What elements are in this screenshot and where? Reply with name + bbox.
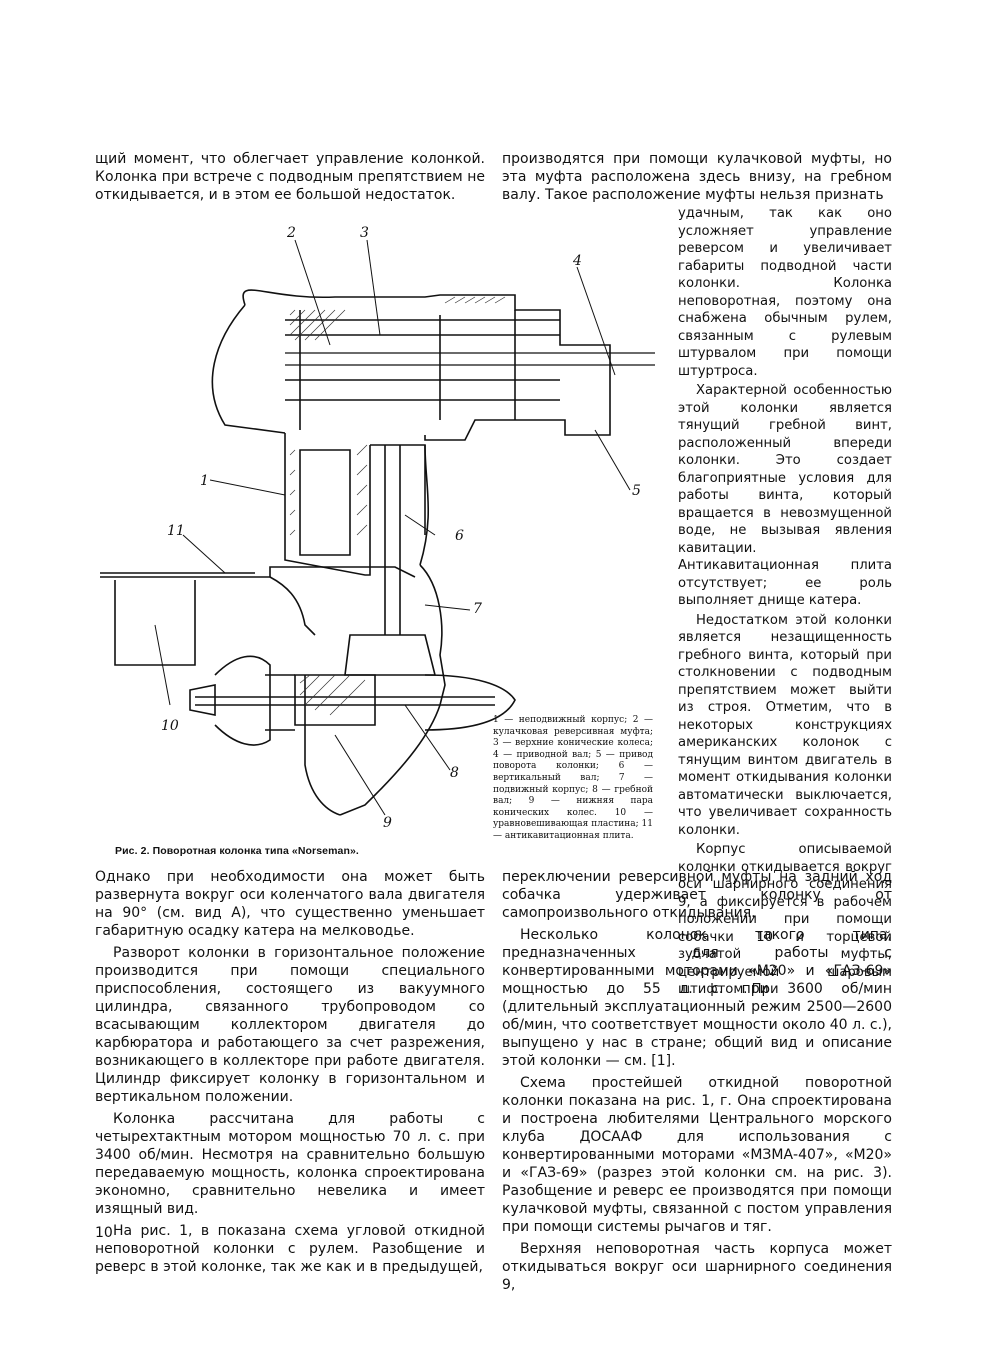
paragraph: щий момент, что облегчает управление кол… [95,151,485,203]
paragraph: Разворот колонки в горизонтальное положе… [95,945,485,1105]
right-bottom-text: переключении реверсивной муфты на задний… [502,868,892,1294]
figure-label: 10 [161,718,179,734]
figure-label: 8 [450,765,459,781]
paragraph: Однако при необходимости она может быть … [95,869,485,939]
figure-label: 11 [167,523,185,539]
figure-label: 4 [572,253,582,269]
paragraph: переключении реверсивной муфты на задний… [502,869,892,921]
left-bottom-text: Однако при необходимости она может быть … [95,868,485,1276]
figure-label: 5 [632,483,641,499]
figure-labels: 2 3 4 1 6 5 11 7 10 8 9 [161,225,641,831]
paragraph: Схема простейшей откидной поворотной кол… [502,1075,892,1235]
paragraph: Колонка рассчитана для работы с четырехт… [95,1111,485,1217]
paragraph: удачным, так как оно усложняет управлени… [678,206,892,379]
figure-label: 9 [383,815,392,831]
figure-drawing: 2 3 4 1 6 5 11 7 10 8 9 [100,225,655,831]
figure-label: 1 [200,473,209,489]
right-narrow-text: удачным, так как оно усложняет управлени… [678,205,892,999]
paragraph: На рис. 1, в показана схема угловой отки… [95,1223,485,1275]
left-top-text: щий момент, что облегчает управление кол… [95,150,485,204]
figure-legend: 1 — неподвижный корпус; 2 — кулачковая р… [493,715,654,841]
figure-label: 2 [286,225,296,241]
paragraph: производятся при помощи кулачковой муфты… [502,151,892,203]
figure-label: 3 [360,225,369,241]
paragraph: Недостатком этой колонки является незащи… [678,612,892,838]
paragraph: Несколько колонок такого типа, предназна… [502,927,892,1069]
right-top-text: производятся при помощи кулачковой муфты… [502,150,892,204]
paragraph: Характерной особенностью этой колонки яв… [678,383,892,608]
page-number: 10 [95,1225,113,1241]
paragraph: Корпус описываемой колонки откидывается … [678,842,892,997]
figure-caption: Рис. 2. Поворотная колонка типа «Norsema… [115,845,359,857]
figure-label: 7 [473,601,482,617]
paragraph: Верхняя неповоротная часть корпуса может… [502,1241,892,1293]
figure-label: 6 [455,528,464,544]
